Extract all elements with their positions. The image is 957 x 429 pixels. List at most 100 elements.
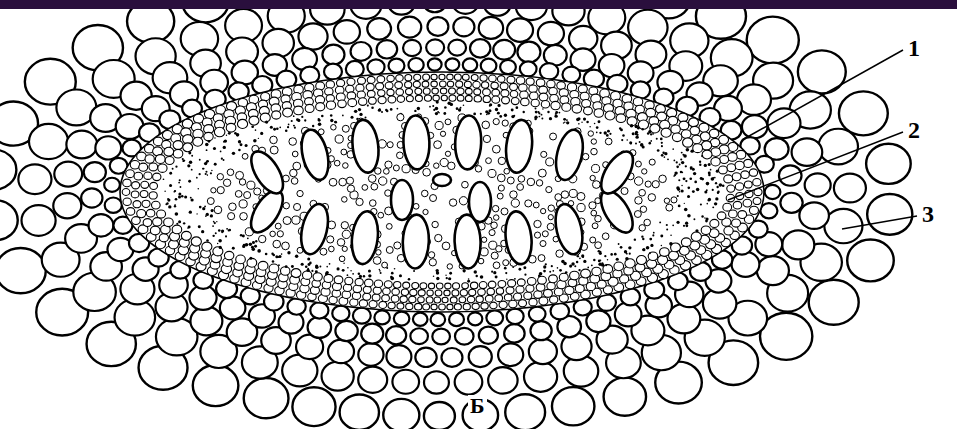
stipple-dot [677, 195, 679, 197]
stipple-dot [614, 253, 617, 256]
stipple-dot [206, 239, 209, 242]
cell [297, 190, 303, 196]
cell [151, 201, 160, 209]
cell [172, 225, 182, 234]
cell [527, 178, 535, 186]
stipple-dot [576, 261, 578, 263]
stipple-dot [429, 106, 431, 108]
cell [235, 191, 242, 198]
cell [356, 198, 363, 205]
stipple-dot [541, 118, 543, 120]
stipple-dot [178, 220, 181, 223]
stipple-dot [210, 214, 213, 217]
stipple-dot [571, 262, 574, 265]
cell [741, 171, 750, 179]
stipple-dot [547, 111, 549, 113]
cell [742, 115, 767, 138]
stipple-dot [315, 270, 318, 273]
stipple-dot [330, 114, 333, 117]
cell [283, 217, 291, 225]
cell [394, 282, 401, 289]
stipple-dot [178, 192, 181, 195]
stipple-dot [489, 103, 492, 106]
cell [577, 192, 585, 200]
cell [476, 296, 483, 303]
cell [293, 162, 301, 170]
cell [534, 220, 541, 227]
cell [298, 23, 327, 49]
stipple-dot [202, 168, 204, 170]
cell [444, 290, 450, 296]
cell [356, 84, 364, 91]
xylem-vessel [503, 210, 534, 266]
cell [150, 226, 160, 235]
stipple-dot [706, 182, 710, 186]
cell [470, 282, 477, 289]
cell [387, 142, 393, 148]
cell [507, 309, 524, 324]
cell [780, 193, 802, 213]
cell [270, 146, 278, 154]
stipple-dot [593, 259, 595, 261]
stipple-dot [604, 255, 606, 257]
cell [363, 286, 371, 293]
cell [508, 280, 516, 287]
cell [22, 205, 56, 236]
stipple-dot [172, 168, 174, 170]
cell [283, 108, 293, 117]
stipple-dot [629, 141, 632, 144]
stipple-dot [281, 253, 283, 255]
cell [462, 181, 469, 188]
cell [549, 87, 558, 95]
stipple-dot [673, 175, 675, 177]
cell [491, 252, 498, 259]
cell [514, 293, 522, 300]
stipple-dot [295, 254, 298, 257]
cell [479, 17, 503, 39]
cell [123, 179, 132, 187]
cell [292, 387, 335, 426]
cell [672, 133, 682, 142]
cell [536, 180, 542, 186]
cell [405, 75, 412, 81]
cell [429, 259, 436, 266]
stipple-dot [368, 269, 371, 272]
cell [540, 208, 545, 213]
cell [367, 18, 391, 39]
cell [369, 200, 376, 207]
cell [724, 175, 733, 183]
stipple-dot [672, 148, 674, 150]
cell [355, 278, 363, 285]
cell [464, 81, 471, 87]
cell [538, 276, 547, 284]
cell [430, 195, 437, 202]
cell [242, 153, 248, 159]
cell [391, 295, 399, 302]
cell [291, 269, 301, 278]
stipple-dot [315, 264, 318, 267]
stipple-dot [164, 191, 165, 192]
stipple-dot [176, 223, 178, 225]
stipple-dot [587, 267, 589, 269]
cell [510, 83, 518, 90]
stipple-dot [436, 277, 439, 280]
cell [377, 40, 398, 58]
stipple-dot [255, 129, 257, 131]
cell [724, 227, 733, 235]
cell [144, 172, 152, 179]
stipple-dot [468, 278, 470, 280]
cell [211, 188, 216, 193]
cell [157, 210, 166, 218]
stipple-dot [319, 266, 321, 268]
cell [441, 348, 462, 367]
cell [258, 235, 265, 242]
stipple-dot [285, 129, 288, 132]
cell [376, 250, 381, 255]
stipple-dot [347, 274, 349, 276]
cell [173, 141, 183, 150]
cell [498, 185, 504, 191]
stipple-dot [301, 263, 304, 266]
stipple-dot [639, 141, 641, 143]
cell [398, 17, 421, 38]
cell [799, 202, 829, 229]
